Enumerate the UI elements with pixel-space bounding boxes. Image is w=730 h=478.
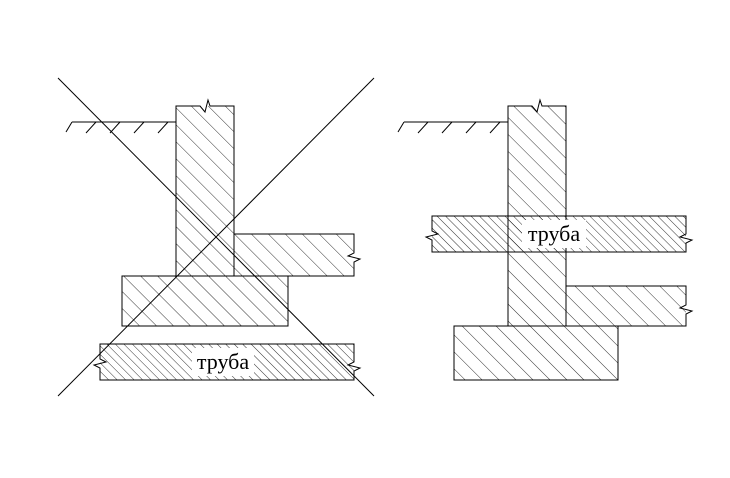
right-panel-correct: труба xyxy=(397,98,694,381)
left-pipe-label-bg xyxy=(192,348,254,376)
left-pipe: труба xyxy=(92,343,362,381)
right-slab xyxy=(566,285,694,327)
right-ground-line xyxy=(397,121,508,134)
left-ground-line xyxy=(65,121,176,134)
left-pipe-label: труба xyxy=(197,349,249,374)
right-footing xyxy=(453,325,619,381)
left-footing xyxy=(121,275,289,327)
right-pipe-label: труба xyxy=(528,221,580,246)
right-pipe-label-bg xyxy=(522,220,586,248)
right-wall xyxy=(507,98,567,326)
right-pipe: труба xyxy=(424,215,694,253)
left-panel-incorrect: труба xyxy=(57,77,375,397)
left-wall xyxy=(175,98,235,276)
left-cross-out xyxy=(57,77,375,397)
left-slab xyxy=(234,233,362,277)
